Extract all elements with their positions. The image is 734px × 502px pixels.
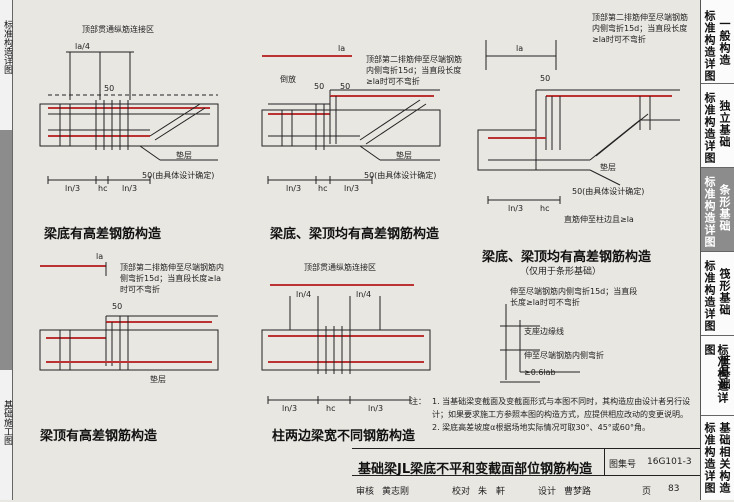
d3-caption: 梁底、梁顶均有高差钢筋构造 xyxy=(482,250,652,265)
tab-pile-c1: 标准构造详图 xyxy=(703,344,729,404)
d4-note: 顶部第二排筋伸至尽端钢筋内侧弯折15d；当直段长度≥la时可不弯折 xyxy=(120,263,224,294)
d3-la: la xyxy=(516,44,524,53)
d2-caption: 梁底、梁顶均有高差钢筋构造 xyxy=(270,227,440,242)
d5-la1: ln/4 xyxy=(296,290,312,299)
d5-top-label: 顶部贯通纵筋连接区 xyxy=(304,263,376,272)
design-label: 设计 xyxy=(538,487,557,497)
left-tab-strip: 标准构造详图 基础施工图 xyxy=(0,0,13,500)
d1-slope: 50(由具体设计确定) xyxy=(142,171,215,180)
d2-slope: 50(由具体设计确定) xyxy=(364,171,437,180)
designer-name: 曹梦路 xyxy=(564,487,592,497)
d2-note: 顶部第二排筋伸至尽端钢筋内侧弯折15d；当直段长度≥la时可不弯折 xyxy=(366,55,462,86)
tab-strip-c2: 条形基础 xyxy=(718,184,731,232)
title-block: 基础梁JL梁底不平和变截面部位钢筋构造 图集号 16G101-3 审核 黄志刚 … xyxy=(352,448,700,501)
d3-pad: 垫层 xyxy=(600,163,616,172)
d6-l3: ≥0.6lab xyxy=(524,368,556,377)
tab-strip-c1: 标准构造详图 xyxy=(703,176,716,248)
left-tab-mid xyxy=(0,130,13,370)
notes-block: 注： 1. 当基础梁变截面及变截面形式与本图不同时，其构造应由设计者另行设计；如… xyxy=(410,395,700,434)
drawing-2-lines xyxy=(261,55,441,184)
page-number: 83 xyxy=(668,484,680,494)
tab-pile-c2: 桩基础 xyxy=(718,354,731,390)
note-2: 2. 梁底高差坡度α根据场地实际情况可取30°、45°或60°角。 xyxy=(432,423,650,432)
tab-strip-foundation[interactable]: 标准构造详图 条形基础 xyxy=(701,168,734,252)
d2-fifty-b: 50 xyxy=(340,82,351,91)
atlas-number: 16G101-3 xyxy=(647,457,692,467)
drawing-3-lines xyxy=(477,40,680,204)
notes-label: 注： xyxy=(410,397,426,406)
d3-ln3: ln/3 xyxy=(508,204,524,213)
d3-subcaption: （仅用于条形基础） xyxy=(520,267,602,277)
d2-pad: 垫层 xyxy=(396,151,412,160)
d1-caption: 梁底有高差钢筋构造 xyxy=(44,227,162,242)
left-tab-label-1: 标准构造详图 xyxy=(2,20,12,74)
tab-general-c2: 一般构造 xyxy=(718,18,731,66)
page-label: 页 xyxy=(642,487,652,497)
signature-row: 审核 黄志刚 校对 朱 軒 设计 曹梦路 页 83 xyxy=(352,475,700,502)
d5-caption: 柱两边梁宽不同钢筋构造 xyxy=(272,429,416,444)
d3-slope: 50(由具体设计确定) xyxy=(572,187,645,196)
tab-isolated-c2: 独立基础 xyxy=(718,100,731,148)
atlas-label: 图集号 xyxy=(609,460,637,470)
tab-raft-c1: 标准构造详图 xyxy=(703,260,716,332)
d1-fifty: 50 xyxy=(104,84,115,93)
tab-related[interactable]: 标准构造详图 基础相关构造 xyxy=(701,416,734,500)
left-tab-lower xyxy=(0,370,13,500)
d1-ln3b: ln/3 xyxy=(122,184,138,193)
right-tab-strip: 标准构造详图 一般构造 标准构造详图 独立基础 标准构造详图 条形基础 标准构造… xyxy=(700,0,734,500)
tab-general-c1: 标准构造详图 xyxy=(703,10,716,82)
left-tab-label-2: 基础施工图 xyxy=(2,400,12,445)
d4-caption: 梁顶有高差钢筋构造 xyxy=(40,429,158,444)
d2-la: la xyxy=(338,44,346,53)
d6-l2: 伸至尽端钢筋内侧弯折 xyxy=(524,351,604,360)
d5-ln3a: ln/3 xyxy=(282,404,298,413)
d4-pad: 垫层 xyxy=(150,375,166,384)
d5-la2: ln/4 xyxy=(356,290,372,299)
tab-related-c1: 标准构造详图 xyxy=(703,422,716,494)
drawing-1-lines xyxy=(39,51,219,184)
note-1: 1. 当基础梁变截面及变截面形式与本图不同时，其构造应由设计者另行设计；如果要求… xyxy=(432,397,691,419)
tab-raft[interactable]: 标准构造详图 筏形基础 xyxy=(701,252,734,336)
tab-pile[interactable]: 标准构造详图 桩基础 xyxy=(701,336,734,416)
d2-ln3a: ln/3 xyxy=(286,184,302,193)
d1-pad: 垫层 xyxy=(176,151,192,160)
d1-ln3a: ln/3 xyxy=(65,184,81,193)
tab-general[interactable]: 标准构造详图 一般构造 xyxy=(701,0,734,84)
d2-hc: hc xyxy=(318,184,328,193)
drawing-6-lines xyxy=(500,304,580,383)
check-label: 校对 xyxy=(452,487,471,497)
tab-isolated-c1: 标准构造详图 xyxy=(703,92,716,164)
d6-note: 伸至尽端钢筋内侧弯折15d；当直段长度≥la时可不弯折 xyxy=(510,287,638,307)
d1-hc: hc xyxy=(98,184,108,193)
d6-l1: 支座边缘线 xyxy=(524,327,564,336)
d2-fifty-a: 50 xyxy=(314,82,325,91)
d5-ln3b: ln/3 xyxy=(368,404,384,413)
drawing-canvas xyxy=(39,40,680,404)
sheet-title: 基础梁JL梁底不平和变截面部位钢筋构造 xyxy=(358,462,593,477)
d5-hc: hc xyxy=(326,404,336,413)
review-label: 审核 xyxy=(356,487,375,497)
d1-la: la/4 xyxy=(75,42,90,51)
d3-fifty: 50 xyxy=(540,74,551,83)
d1-top-label: 顶部贯通纵筋连接区 xyxy=(82,25,154,34)
left-tab-upper xyxy=(0,0,13,130)
d2-ln3b: ln/3 xyxy=(344,184,360,193)
reviewer-name: 黄志刚 xyxy=(382,487,410,497)
d3-note: 顶部第二排筋伸至尽端钢筋内侧弯折15d；当直段长度≥la时可不弯折 xyxy=(592,13,688,44)
d3-hc: hc xyxy=(540,204,550,213)
checker-name: 朱 軒 xyxy=(478,487,506,497)
tab-isolated[interactable]: 标准构造详图 独立基础 xyxy=(701,84,734,168)
tab-related-c2: 基础相关构造 xyxy=(718,422,731,494)
d3-anchor: 直筋伸至柱边且≥la xyxy=(564,215,634,224)
tab-raft-c2: 筏形基础 xyxy=(718,268,731,316)
drawing-4-lines xyxy=(39,262,219,371)
d4-la: la xyxy=(96,252,104,261)
drawing-5-lines xyxy=(261,284,431,404)
atlas-cell: 图集号 16G101-3 xyxy=(604,449,701,475)
d2-bent: 倒放 xyxy=(280,75,296,84)
d4-fifty: 50 xyxy=(112,302,123,311)
